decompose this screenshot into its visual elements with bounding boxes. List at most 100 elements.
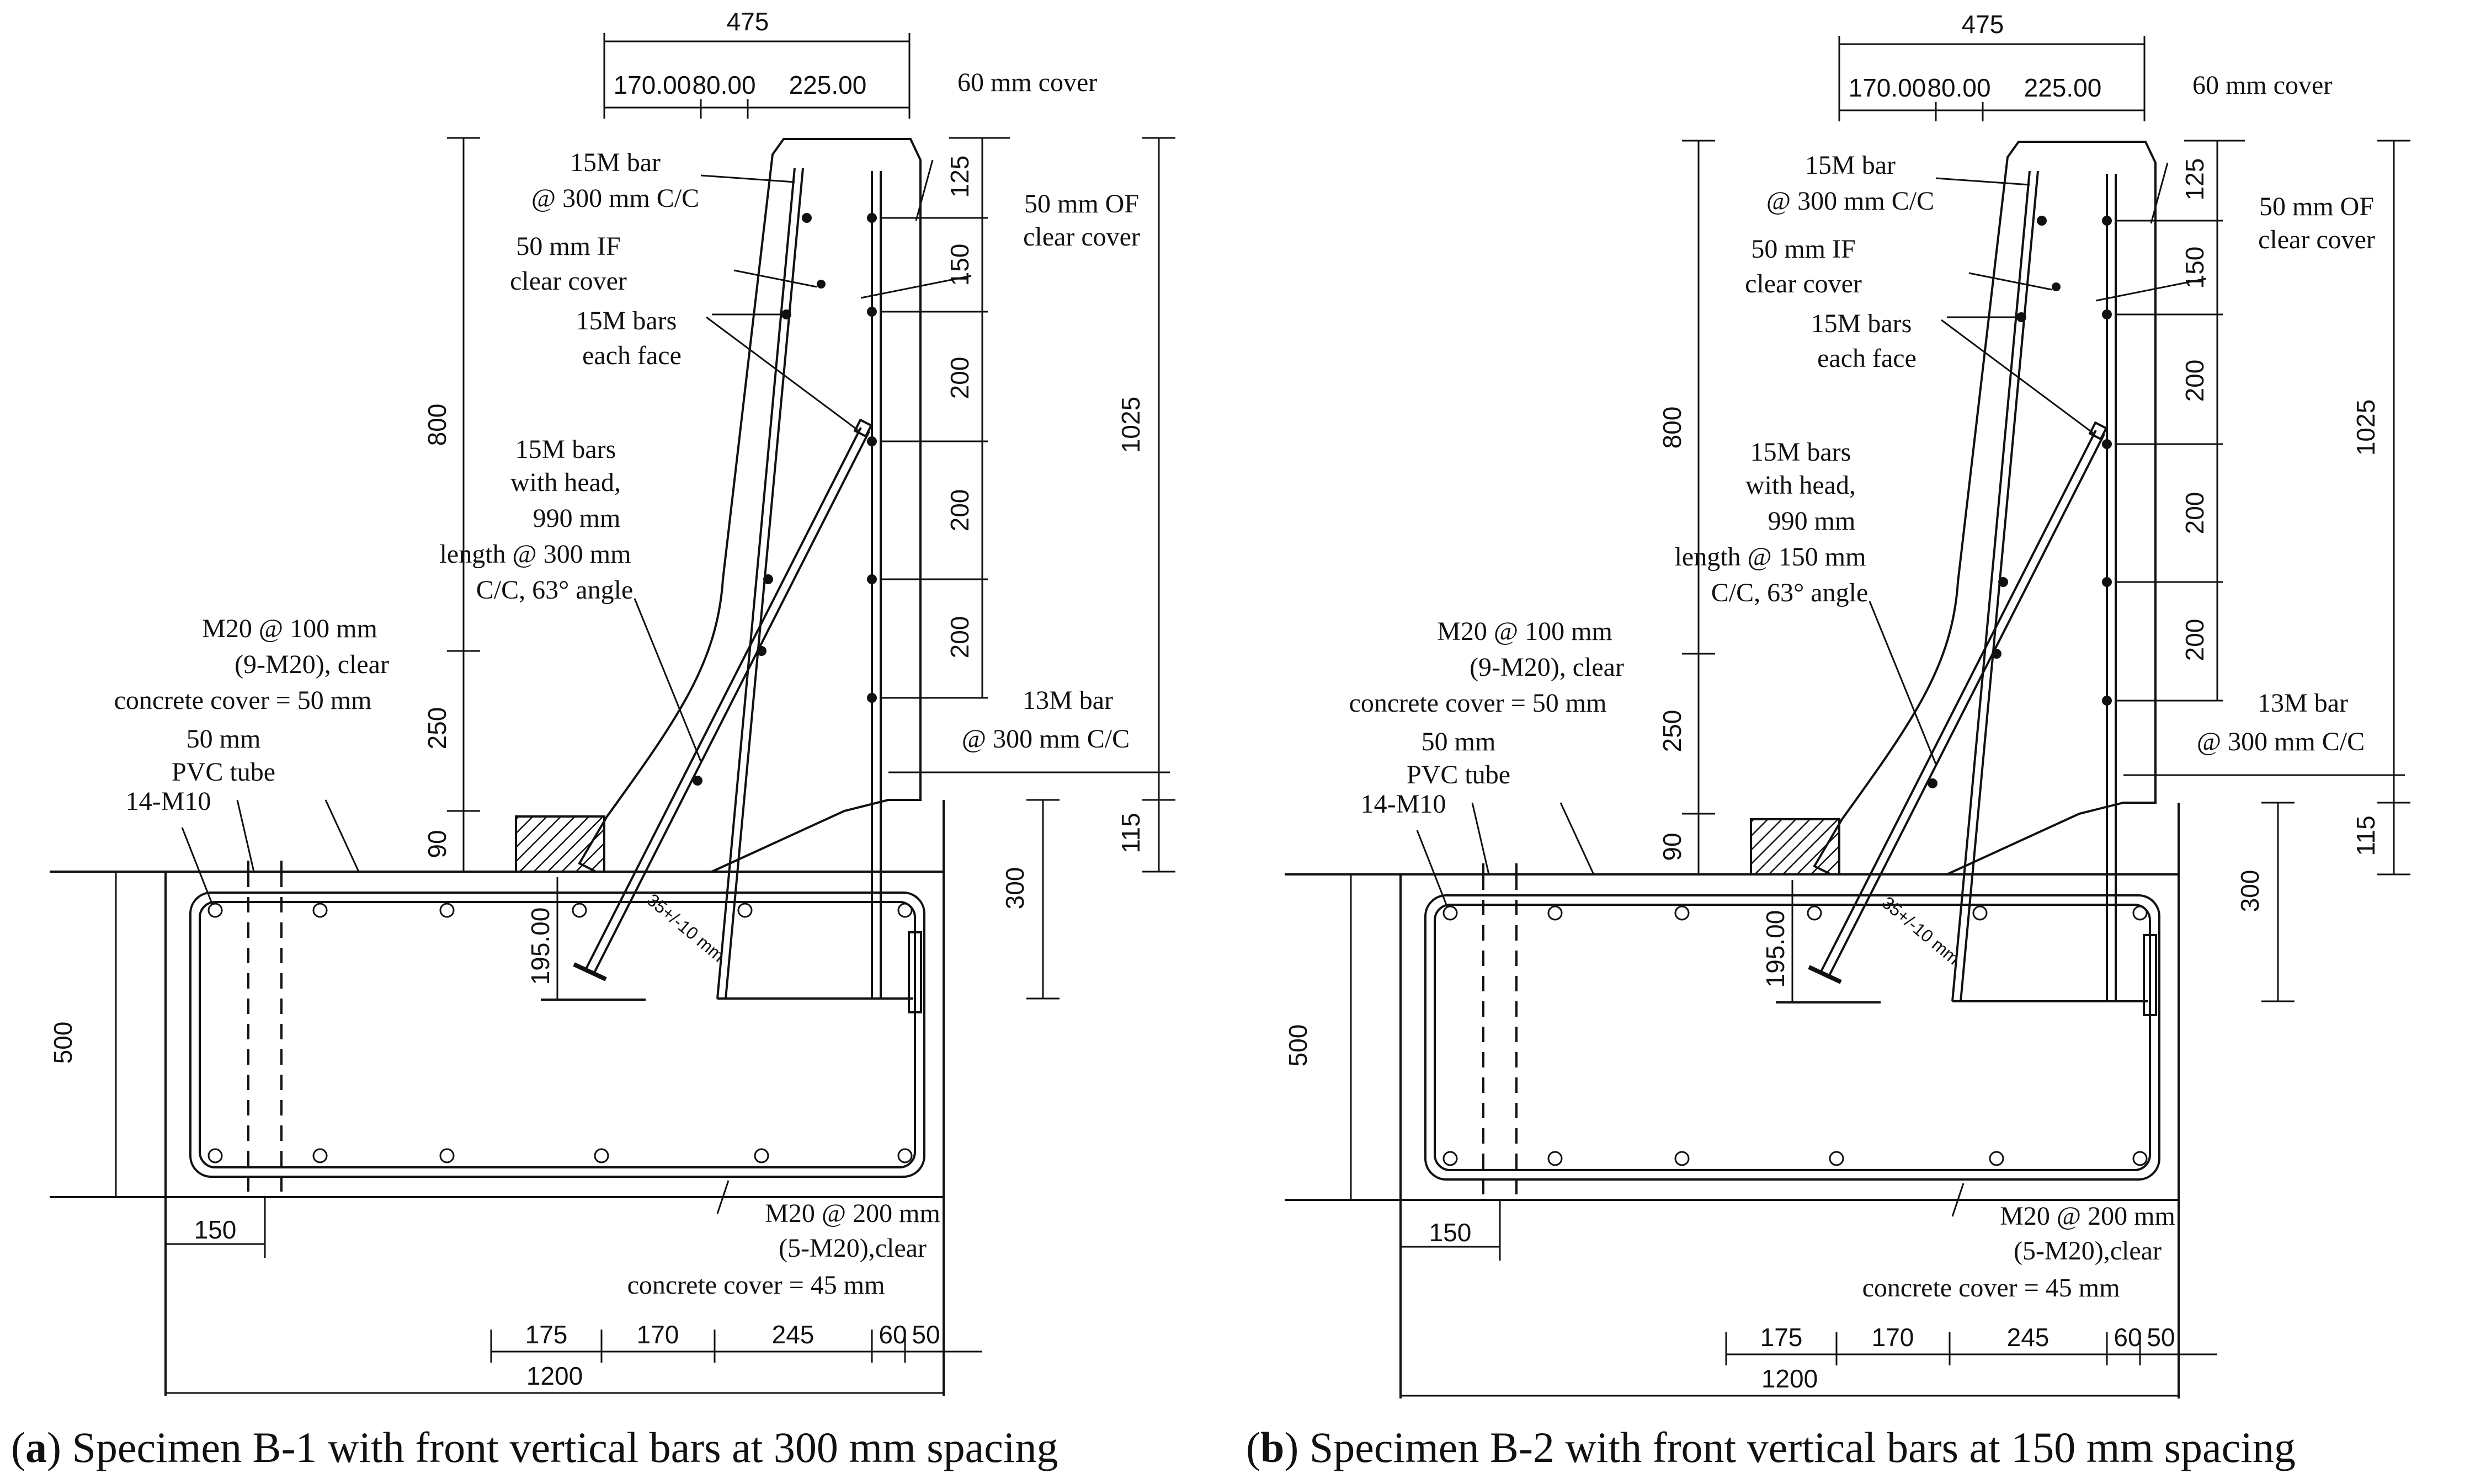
label-15m-bar-2: @ 300 mm C/C <box>1766 186 1934 216</box>
bar-dots <box>1928 216 2112 788</box>
caption: (b) Specimen B-2 with front vertical bar… <box>1246 1423 2296 1471</box>
dim-475: 475 <box>727 7 769 36</box>
dim-1200: 1200 <box>1761 1364 1818 1393</box>
label-15m-bar-1: 15M bar <box>1805 151 1896 180</box>
label-if-1: 50 mm IF <box>516 232 620 261</box>
caption: (a) Specimen B-1 with front vertical bar… <box>11 1423 1058 1471</box>
label-cover: 60 mm cover <box>2192 71 2332 100</box>
dim-245: 245 <box>2007 1323 2050 1352</box>
dim-125: 125 <box>2180 158 2209 201</box>
hatched-block <box>515 815 605 873</box>
drawing <box>1285 141 2180 1398</box>
label-headed-2: with head, <box>1745 471 1856 500</box>
dim-175: 175 <box>1760 1323 1803 1352</box>
headed-bar <box>584 427 862 971</box>
dim-475: 475 <box>1962 10 2004 39</box>
dim-225: 225.00 <box>2024 73 2102 102</box>
bar-head <box>2088 421 2108 441</box>
dim-200-2: 200 <box>2180 492 2209 535</box>
label-pvc-1: 50 mm <box>187 724 261 754</box>
label-m20-2: (9-M20), clear <box>235 650 389 679</box>
label-pvc-2: PVC tube <box>172 757 275 787</box>
label-15m-bar-1: 15M bar <box>570 148 661 177</box>
label-of-2: clear cover <box>1023 222 1140 252</box>
label-13m-2: @ 300 mm C/C <box>2197 727 2365 756</box>
dim-225: 225.00 <box>789 71 867 99</box>
dim-200-3: 200 <box>945 616 974 659</box>
label-headed-5: C/C, 63° angle <box>1711 578 1869 607</box>
label-bottom-3: concrete cover = 45 mm <box>1862 1273 2120 1302</box>
dim-90: 90 <box>423 830 451 858</box>
dim-60: 60 <box>879 1320 907 1349</box>
dim-300: 300 <box>2235 870 2264 912</box>
dim-90: 90 <box>1658 832 1686 861</box>
dim-200-3: 200 <box>2180 619 2209 661</box>
bearing-plate <box>2143 934 2157 1016</box>
dim-150: 150 <box>2180 247 2209 289</box>
label-headed-5: C/C, 63° angle <box>476 575 634 605</box>
label-of-1: 50 mm OF <box>2259 192 2374 221</box>
dim-170-bottom: 170 <box>1872 1323 1914 1352</box>
dim-150-bottom: 150 <box>194 1215 237 1244</box>
bar-dots <box>693 213 877 786</box>
label-bottom-2: (5-M20),clear <box>779 1234 927 1263</box>
panel-specimen-b1: 475 170.00 80.00 225.00 800 250 90 500 1… <box>11 7 1175 1471</box>
annotations: 60 mm cover 15M bar @ 300 mm C/C 50 mm O… <box>114 68 1140 1300</box>
caption-letter: a <box>25 1423 47 1471</box>
label-headed-2: with head, <box>510 468 621 497</box>
back-vertical-bar <box>1951 170 2031 1002</box>
label-m20-2: (9-M20), clear <box>1470 653 1624 682</box>
dim-50: 50 <box>2147 1323 2175 1352</box>
label-headed-3: 990 mm <box>533 504 621 533</box>
dim-115: 115 <box>2351 815 2380 856</box>
dim-250: 250 <box>423 707 451 750</box>
dim-1025: 1025 <box>2351 399 2380 456</box>
dim-80: 80.00 <box>692 71 755 99</box>
dim-80: 80.00 <box>1927 73 1990 102</box>
hatched-block <box>1750 818 1840 876</box>
headed-bar <box>1819 430 2097 974</box>
annotations: 60 mm cover 15M bar @ 300 mm C/C 50 mm O… <box>1349 71 2375 1302</box>
dim-200-1: 200 <box>2180 360 2209 402</box>
dim-60: 60 <box>2114 1323 2142 1352</box>
label-headed-1: 15M bars <box>515 435 616 464</box>
dim-300: 300 <box>1000 867 1029 910</box>
bar-head <box>853 418 873 438</box>
label-15m-bar-2: @ 300 mm C/C <box>531 184 699 213</box>
label-if-2: clear cover <box>510 266 627 296</box>
dim-170: 170.00 <box>614 71 691 99</box>
slab-bar-circles <box>1442 905 2148 1166</box>
label-bottom-1: M20 @ 200 mm <box>765 1199 940 1228</box>
dim-170: 170.00 <box>1849 73 1926 102</box>
label-headed-4: length @ 150 mm <box>1675 542 1866 572</box>
dimension-texts: 475 170.00 80.00 225.00 800 250 90 500 1… <box>49 7 1145 1390</box>
label-headed-1: 15M bars <box>1750 437 1851 467</box>
label-of-2: clear cover <box>2258 225 2375 254</box>
dim-1025: 1025 <box>1116 397 1145 453</box>
dim-170-bottom: 170 <box>637 1320 679 1349</box>
dim-150-bottom: 150 <box>1429 1218 1472 1247</box>
label-m20-1: M20 @ 100 mm <box>1437 617 1612 646</box>
back-vertical-bar <box>716 168 796 999</box>
drawing <box>50 138 945 1396</box>
dim-175: 175 <box>525 1320 568 1349</box>
panel-specimen-b2: 475 170.00 80.00 225.00 800 250 90 500 1… <box>1246 10 2410 1471</box>
label-m20-3: concrete cover = 50 mm <box>1349 688 1607 718</box>
barrier-profile <box>578 138 922 873</box>
label-pvc-2: PVC tube <box>1407 760 1510 789</box>
dim-245: 245 <box>772 1320 815 1349</box>
dim-500: 500 <box>1284 1024 1312 1067</box>
dim-1200: 1200 <box>526 1362 583 1390</box>
label-15m-bars-2: each face <box>582 341 682 370</box>
label-m10: 14-M10 <box>1361 789 1446 819</box>
label-m10: 14-M10 <box>126 787 211 816</box>
dimension-lines <box>99 33 1175 1394</box>
label-bottom-2: (5-M20),clear <box>2014 1236 2162 1266</box>
label-15m-bars-1: 15M bars <box>1811 309 1912 338</box>
barrier-profile <box>1813 141 2157 876</box>
dimension-lines <box>1334 36 2410 1397</box>
caption-text: ) Specimen B-2 with front vertical bars … <box>1284 1423 2296 1471</box>
caption-letter: b <box>1260 1423 1284 1471</box>
dim-200-2: 200 <box>945 489 974 532</box>
